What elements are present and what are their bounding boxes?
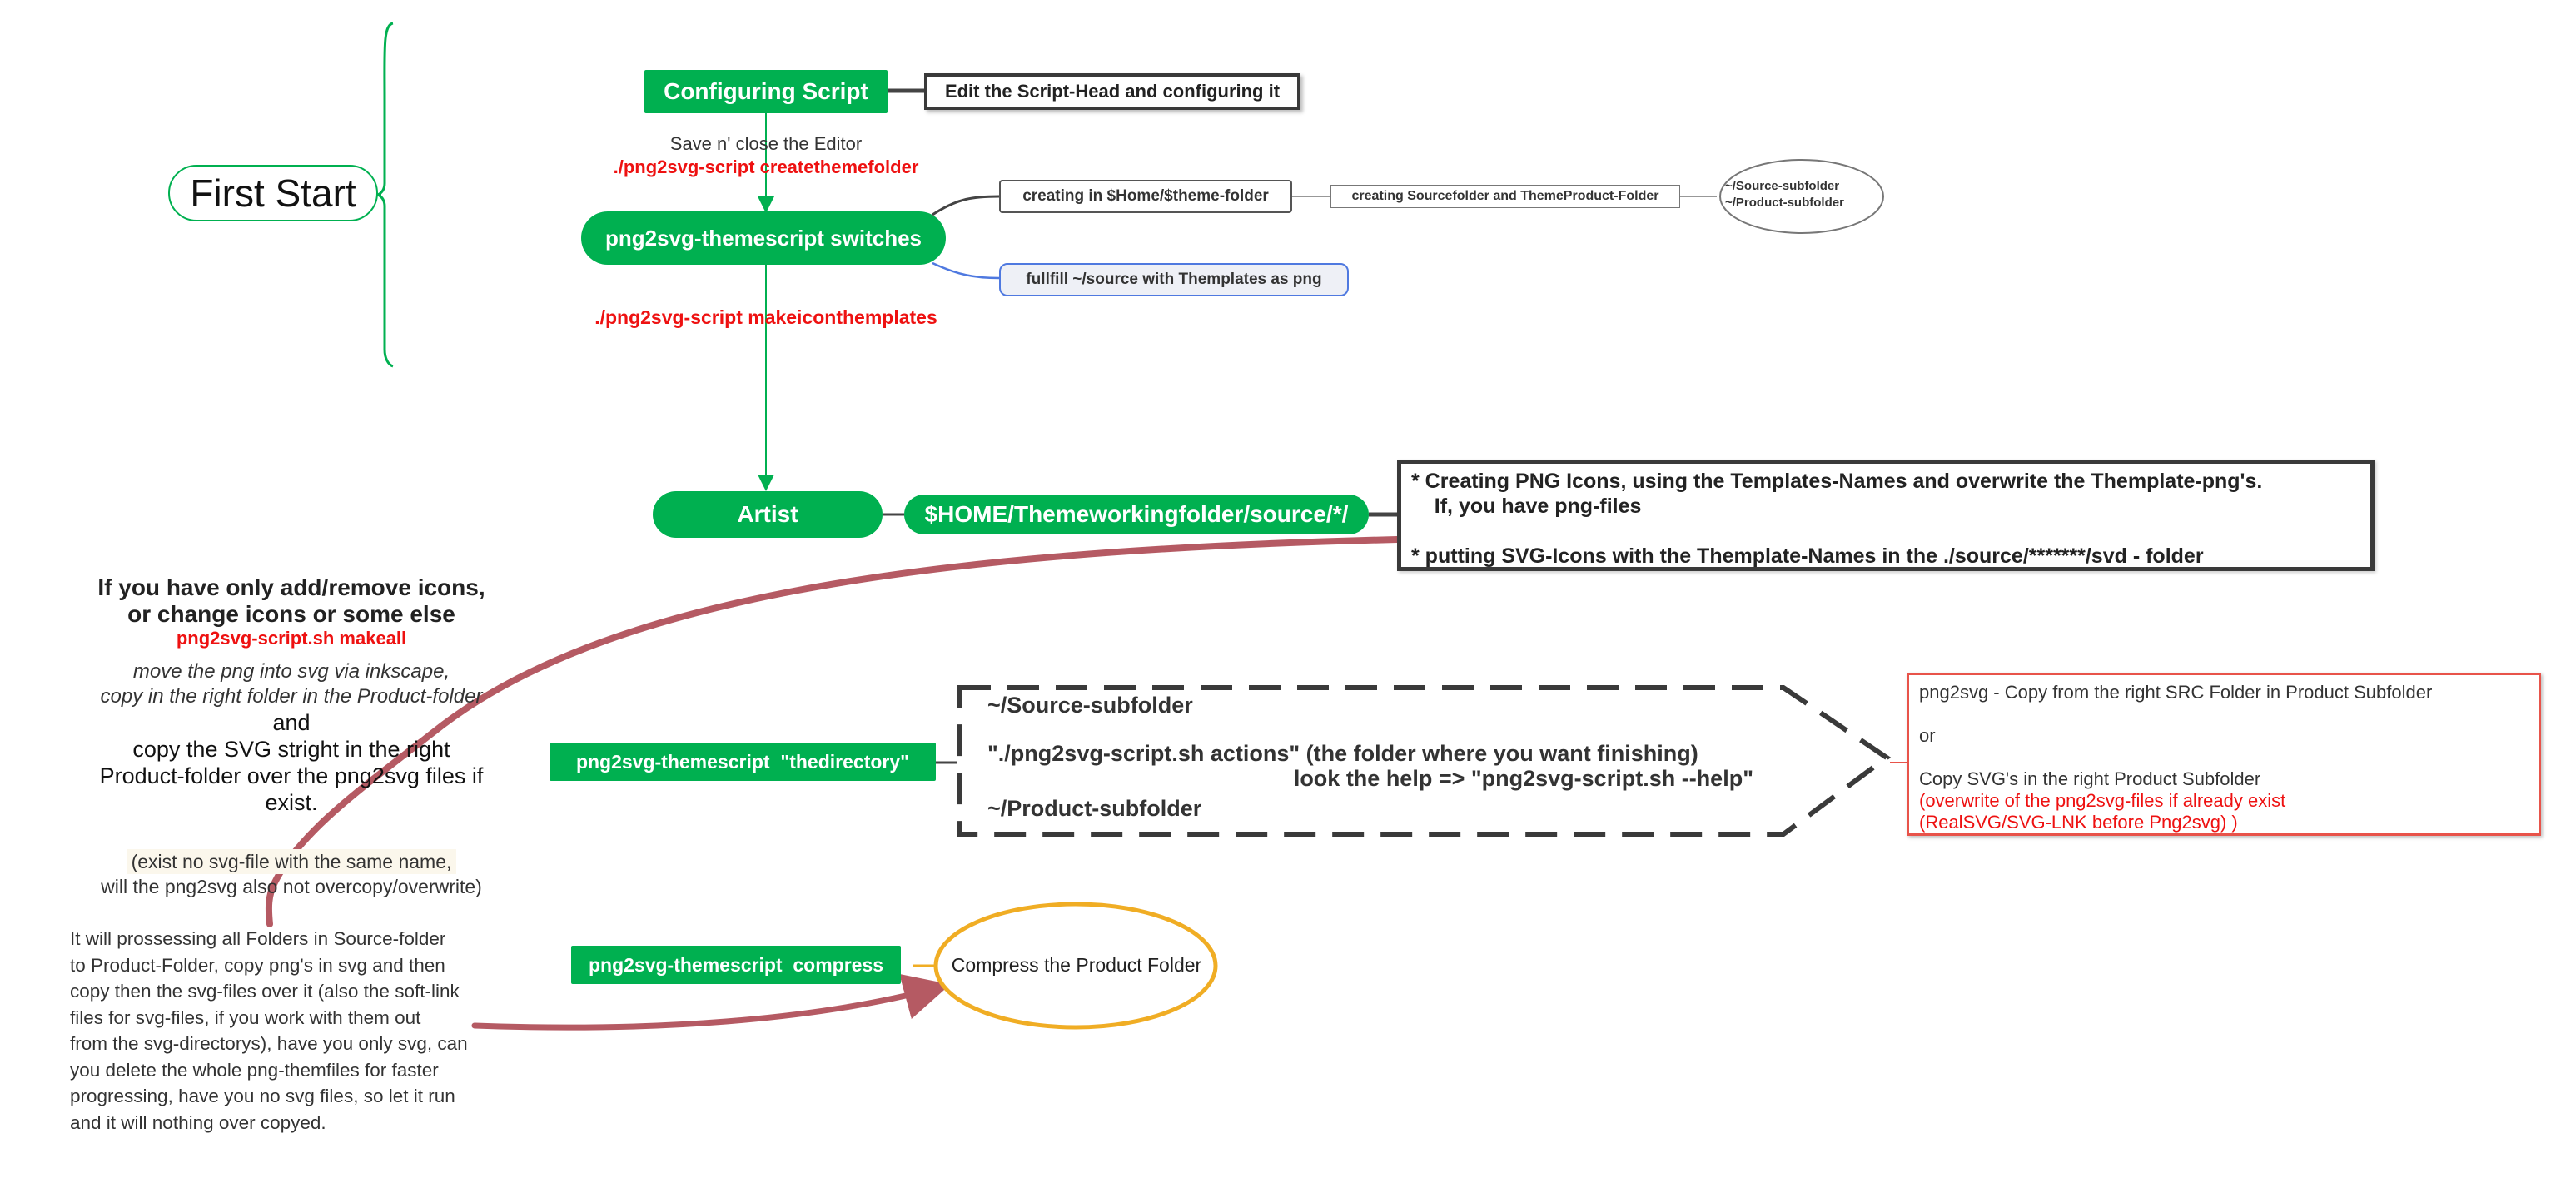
compress-product-folder-label: Compress the Product Folder [951,954,1202,976]
copy-info-line-1: png2svg - Copy from the right SRC Folder… [1919,682,2433,703]
addremove-title-2: or change icons or some else [127,601,455,627]
compress-desc-line-6: you delete the whole png-themfiles for f… [70,1059,439,1081]
subfolders-oval [1719,159,1884,234]
artist-notes-box: * Creating PNG Icons, using the Template… [1397,460,2375,571]
copy-info-red-1: (overwrite of the png2svg-files if alrea… [1919,790,2286,811]
copy-info-red-2: (RealSVG/SVG-LNK before Png2svg) ) [1919,812,2238,833]
creating-in-home-node: creating in $Home/$theme-folder [999,180,1292,213]
oval-product-subfolder: ~/Product-subfolder [1725,196,1844,210]
copy-info-box: png2svg - Copy from the right SRC Folder… [1907,673,2541,836]
oval-source-subfolder: ~/Source-subfolder [1725,179,1840,193]
compress-desc-line-1: It will prossessing all Folders in Sourc… [70,928,446,949]
compress-oval [933,902,1218,1030]
configuring-script-node: Configuring Script [644,70,888,113]
compress-desc-line-3: copy then the svg-files over it (also th… [70,981,460,1002]
dashed-source: ~/Source-subfolder [987,693,1193,718]
edit-script-head-label: Edit the Script-Head and configuring it [944,81,1281,102]
cmd-createthemefolder: ./png2svg-script createthemefolder [613,157,919,177]
fullfill-source-node: fullfill ~/source with Themplates as png [999,263,1349,296]
dashed-box-text: ~/Source-subfolder "./png2svg-script.sh … [987,688,1787,834]
dashed-help: look the help => "png2svg-script.sh --he… [1293,766,1753,791]
addremove-note-1: (exist no svg-file with the same name, [131,851,452,872]
addremove-copy-2: Product-folder over the png2svg files if [99,763,484,788]
compress-desc-line-2: to Product-Folder, copy png's in svg and… [70,954,445,976]
addremove-italic-2: copy in the right folder in the Product-… [100,685,483,708]
first-start-label: First Start [190,171,356,215]
themescript-switches-label: png2svg-themescript switches [605,225,922,251]
addremove-title-1: If you have only add/remove icons, [97,574,485,600]
edit-script-head-node: Edit the Script-Head and configuring it [924,73,1300,110]
artist-node: Artist [653,491,883,538]
curve-text-to-compress [471,973,951,1031]
curve-notes-to-left [265,536,1400,927]
addremove-note-2: will the png2svg also not overcopy/overw… [101,876,482,897]
cmd-makeiconthemplates: ./png2svg-script makeiconthemplates [594,306,937,328]
addremove-command: png2svg-script.sh makeall [176,628,407,649]
save-close-label: Save n' close the Editor [669,133,863,154]
addremove-italic-1: move the png into svg via inkscape, [132,660,450,683]
configuring-script-label: Configuring Script [664,78,868,104]
dashed-product: ~/Product-subfolder [987,796,1202,821]
dashed-actions-box [957,685,1892,837]
home-themeworkingfolder-node: $HOME/Themeworkingfolder/source/*/ [904,495,1369,534]
first-start-node: First Start [168,165,378,221]
addremove-note: (exist no svg-file with the same name, w… [58,849,525,899]
compress-desc-line-5: from the svg-directorys), have you only … [70,1033,468,1054]
copy-info-line-3: Copy SVG's in the right Product Subfolde… [1919,768,2261,789]
themescript-switches-node: png2svg-themescript switches [581,211,946,265]
compress-description: It will prossessing all Folders in Sourc… [70,926,536,1136]
copy-info-or: or [1919,725,1936,746]
creating-in-home-label: creating in $Home/$theme-folder [1022,187,1269,205]
artist-label: Artist [737,501,798,527]
addremove-copy-3: exist. [265,790,318,815]
addremove-block: If you have only add/remove icons, or ch… [50,574,533,816]
compress-desc-line-4: files for svg-files, if you work with th… [70,1007,421,1028]
addremove-and: and [272,710,311,735]
creating-sourcefolder-label: creating Sourcefolder and ThemeProduct-F… [1351,189,1659,203]
artist-note-2: If, you have png-files [1411,495,1642,518]
themescript-compress-label: png2svg-themescript compress [588,953,884,976]
fullfill-source-label: fullfill ~/source with Themplates as png [1026,271,1322,288]
subfolders-oval-text: ~/Source-subfolder ~/Product-subfolder [1725,178,1883,211]
creating-sourcefolder-node: creating Sourcefolder and ThemeProduct-F… [1330,185,1680,208]
home-themeworkingfolder-label: $HOME/Themeworkingfolder/source/*/ [924,501,1349,527]
addremove-copy-1: copy the SVG stright in the right [132,737,450,762]
link-switches-fullfill [932,261,1000,280]
link-switches-creating [932,195,1000,216]
dashed-actions: "./png2svg-script.sh actions" (the folde… [987,741,1698,766]
compress-desc-line-7: progressing, have you no svg files, so l… [70,1086,455,1106]
compress-desc-line-8: and it will nothing over copyed. [70,1111,326,1133]
themescript-compress-node: png2svg-themescript compress [571,946,901,984]
themescript-thedirectory-label: png2svg-themescript "thedirectory" [575,750,910,773]
themescript-thedirectory-node: png2svg-themescript "thedirectory" [550,743,936,781]
artist-note-1: * Creating PNG Icons, using the Template… [1411,470,2263,493]
artist-note-3: * putting SVG-Icons with the Themplate-N… [1411,544,2204,568]
